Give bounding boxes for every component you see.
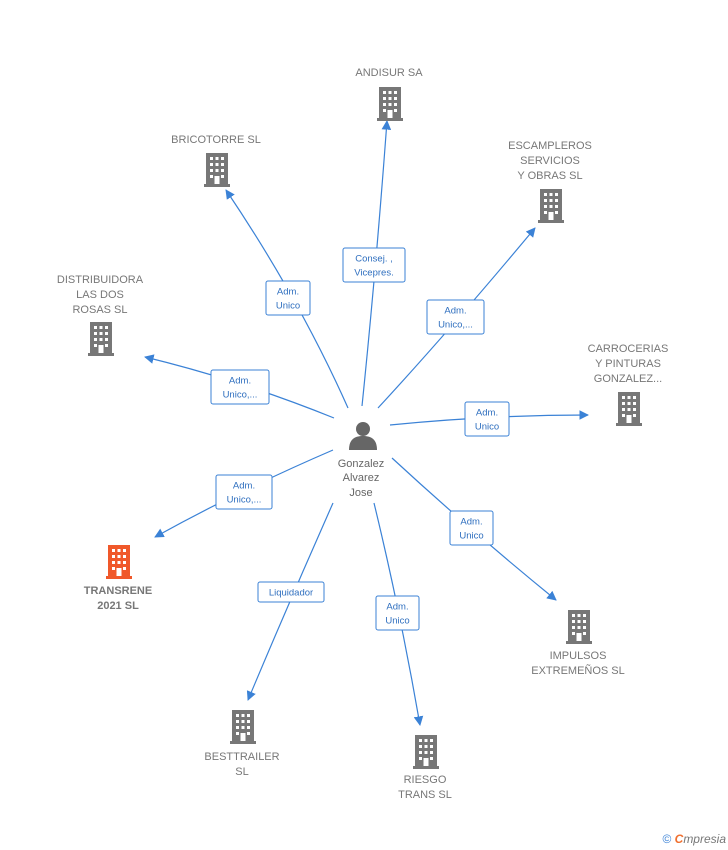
role-box-frame (265, 280, 311, 316)
role-box-frame (375, 595, 420, 631)
role-box-transrene[interactable]: Adm. Unico,... (215, 474, 273, 510)
company-name-line: GONZALEZ... (594, 373, 662, 385)
building-icon (106, 545, 132, 579)
company-node-escampleros[interactable]: ESCAMPLEROS SERVICIOS Y OBRAS SL (508, 140, 592, 223)
role-box-frame (426, 299, 485, 335)
company-name-line: 2021 SL (97, 600, 139, 612)
company-name-line: ANDISUR SA (355, 67, 423, 79)
role-box-distribuidora[interactable]: Adm. Unico,... (210, 369, 270, 405)
company-node-besttrailer[interactable]: BESTTRAILER SL (204, 710, 280, 778)
role-label-line: Unico (475, 422, 499, 433)
role-label-line: Consej. , (355, 254, 393, 265)
company-name-line: CARROCERIAS (588, 343, 669, 355)
company-name-line: EXTREMEÑOS SL (531, 664, 625, 677)
building-icon (204, 153, 230, 187)
role-label-line: Adm. (460, 517, 482, 528)
center-person-node[interactable]: Gonzalez Alvarez Jose (338, 422, 384, 499)
person-name-line-3: Jose (349, 487, 372, 499)
company-name-line: LAS DOS (76, 289, 124, 301)
company-node-andisur[interactable]: ANDISUR SA (355, 67, 423, 121)
role-box-carrocerias[interactable]: Adm. Unico (464, 401, 510, 437)
company-node-bricotorre[interactable]: BRICOTORRE SL (171, 134, 261, 187)
company-name-line: SL (235, 766, 248, 778)
role-box-escampleros[interactable]: Adm. Unico,... (426, 299, 485, 335)
role-label-line: Unico,... (438, 320, 473, 331)
building-icon (538, 189, 564, 223)
role-box-andisur[interactable]: Consej. , Vicepres. (342, 247, 406, 283)
role-label-line: Unico,... (223, 390, 258, 401)
role-box-frame (464, 401, 510, 437)
role-label-line: Adm. (233, 481, 255, 492)
copyright-icon: © (662, 832, 672, 846)
role-box-bricotorre[interactable]: Adm. Unico (265, 280, 311, 316)
company-node-distribuidora[interactable]: DISTRIBUIDORA LAS DOS ROSAS SL (57, 274, 144, 356)
role-label-line: Vicepres. (354, 268, 393, 279)
role-box-frame (449, 510, 494, 546)
company-name-line: ESCAMPLEROS (508, 140, 592, 152)
company-name-line: DISTRIBUIDORA (57, 274, 144, 286)
company-name-line: RIESGO (404, 774, 447, 786)
building-icon (377, 87, 403, 121)
role-label-line: Adm. (386, 602, 408, 613)
role-box-frame (215, 474, 273, 510)
role-label-line: Unico,... (227, 495, 262, 506)
building-icon (566, 610, 592, 644)
role-label-line: Adm. (277, 287, 299, 298)
role-box-frame (342, 247, 406, 283)
person-name-line-1: Gonzalez (338, 458, 384, 470)
company-name-line: TRANS SL (398, 789, 452, 801)
company-name-line: IMPULSOS (550, 650, 607, 662)
role-label-line: Adm. (229, 376, 251, 387)
company-name-line: ROSAS SL (72, 304, 127, 316)
role-label-line: Adm. (444, 306, 466, 317)
role-label-line: Unico (276, 301, 300, 312)
role-box-frame (257, 581, 325, 603)
person-icon (349, 422, 377, 450)
role-label-line: Unico (459, 531, 483, 542)
brand-logo-text: mpresia (683, 832, 726, 846)
company-name-line: SERVICIOS (520, 155, 580, 167)
building-icon (413, 735, 439, 769)
building-icon (230, 710, 256, 744)
company-node-carrocerias[interactable]: CARROCERIAS Y PINTURAS GONZALEZ... (588, 343, 669, 426)
person-name-line-2: Alvarez (343, 472, 380, 484)
company-node-impulsos[interactable]: IMPULSOS EXTREMEÑOS SL (531, 610, 625, 677)
role-label-line: Adm. (476, 408, 498, 419)
role-box-frame (210, 369, 270, 405)
role-box-impulsos[interactable]: Adm. Unico (449, 510, 494, 546)
building-icon (616, 392, 642, 426)
company-name-line: BESTTRAILER (204, 751, 279, 763)
company-name-line: Y PINTURAS (595, 358, 661, 370)
company-node-transrene[interactable]: TRANSRENE 2021 SL (84, 545, 152, 612)
role-label-line: Unico (385, 616, 409, 627)
brand-logo-initial: C (674, 832, 684, 846)
footer-brand: © Cmpresia (662, 832, 726, 846)
building-icon (88, 322, 114, 356)
role-label-line: Liquidador (269, 588, 313, 599)
company-name-line: Y OBRAS SL (517, 170, 582, 182)
role-box-besttrailer[interactable]: Liquidador (257, 581, 325, 603)
company-name-line: BRICOTORRE SL (171, 134, 261, 146)
nodes-layer: ANDISUR SA BRICOTORRE SL ESCAMPLEROS SERVIC… (57, 67, 668, 801)
company-name-line: TRANSRENE (84, 585, 152, 597)
role-box-riesgo[interactable]: Adm. Unico (375, 595, 420, 631)
company-node-riesgo[interactable]: RIESGO TRANS SL (398, 735, 452, 801)
